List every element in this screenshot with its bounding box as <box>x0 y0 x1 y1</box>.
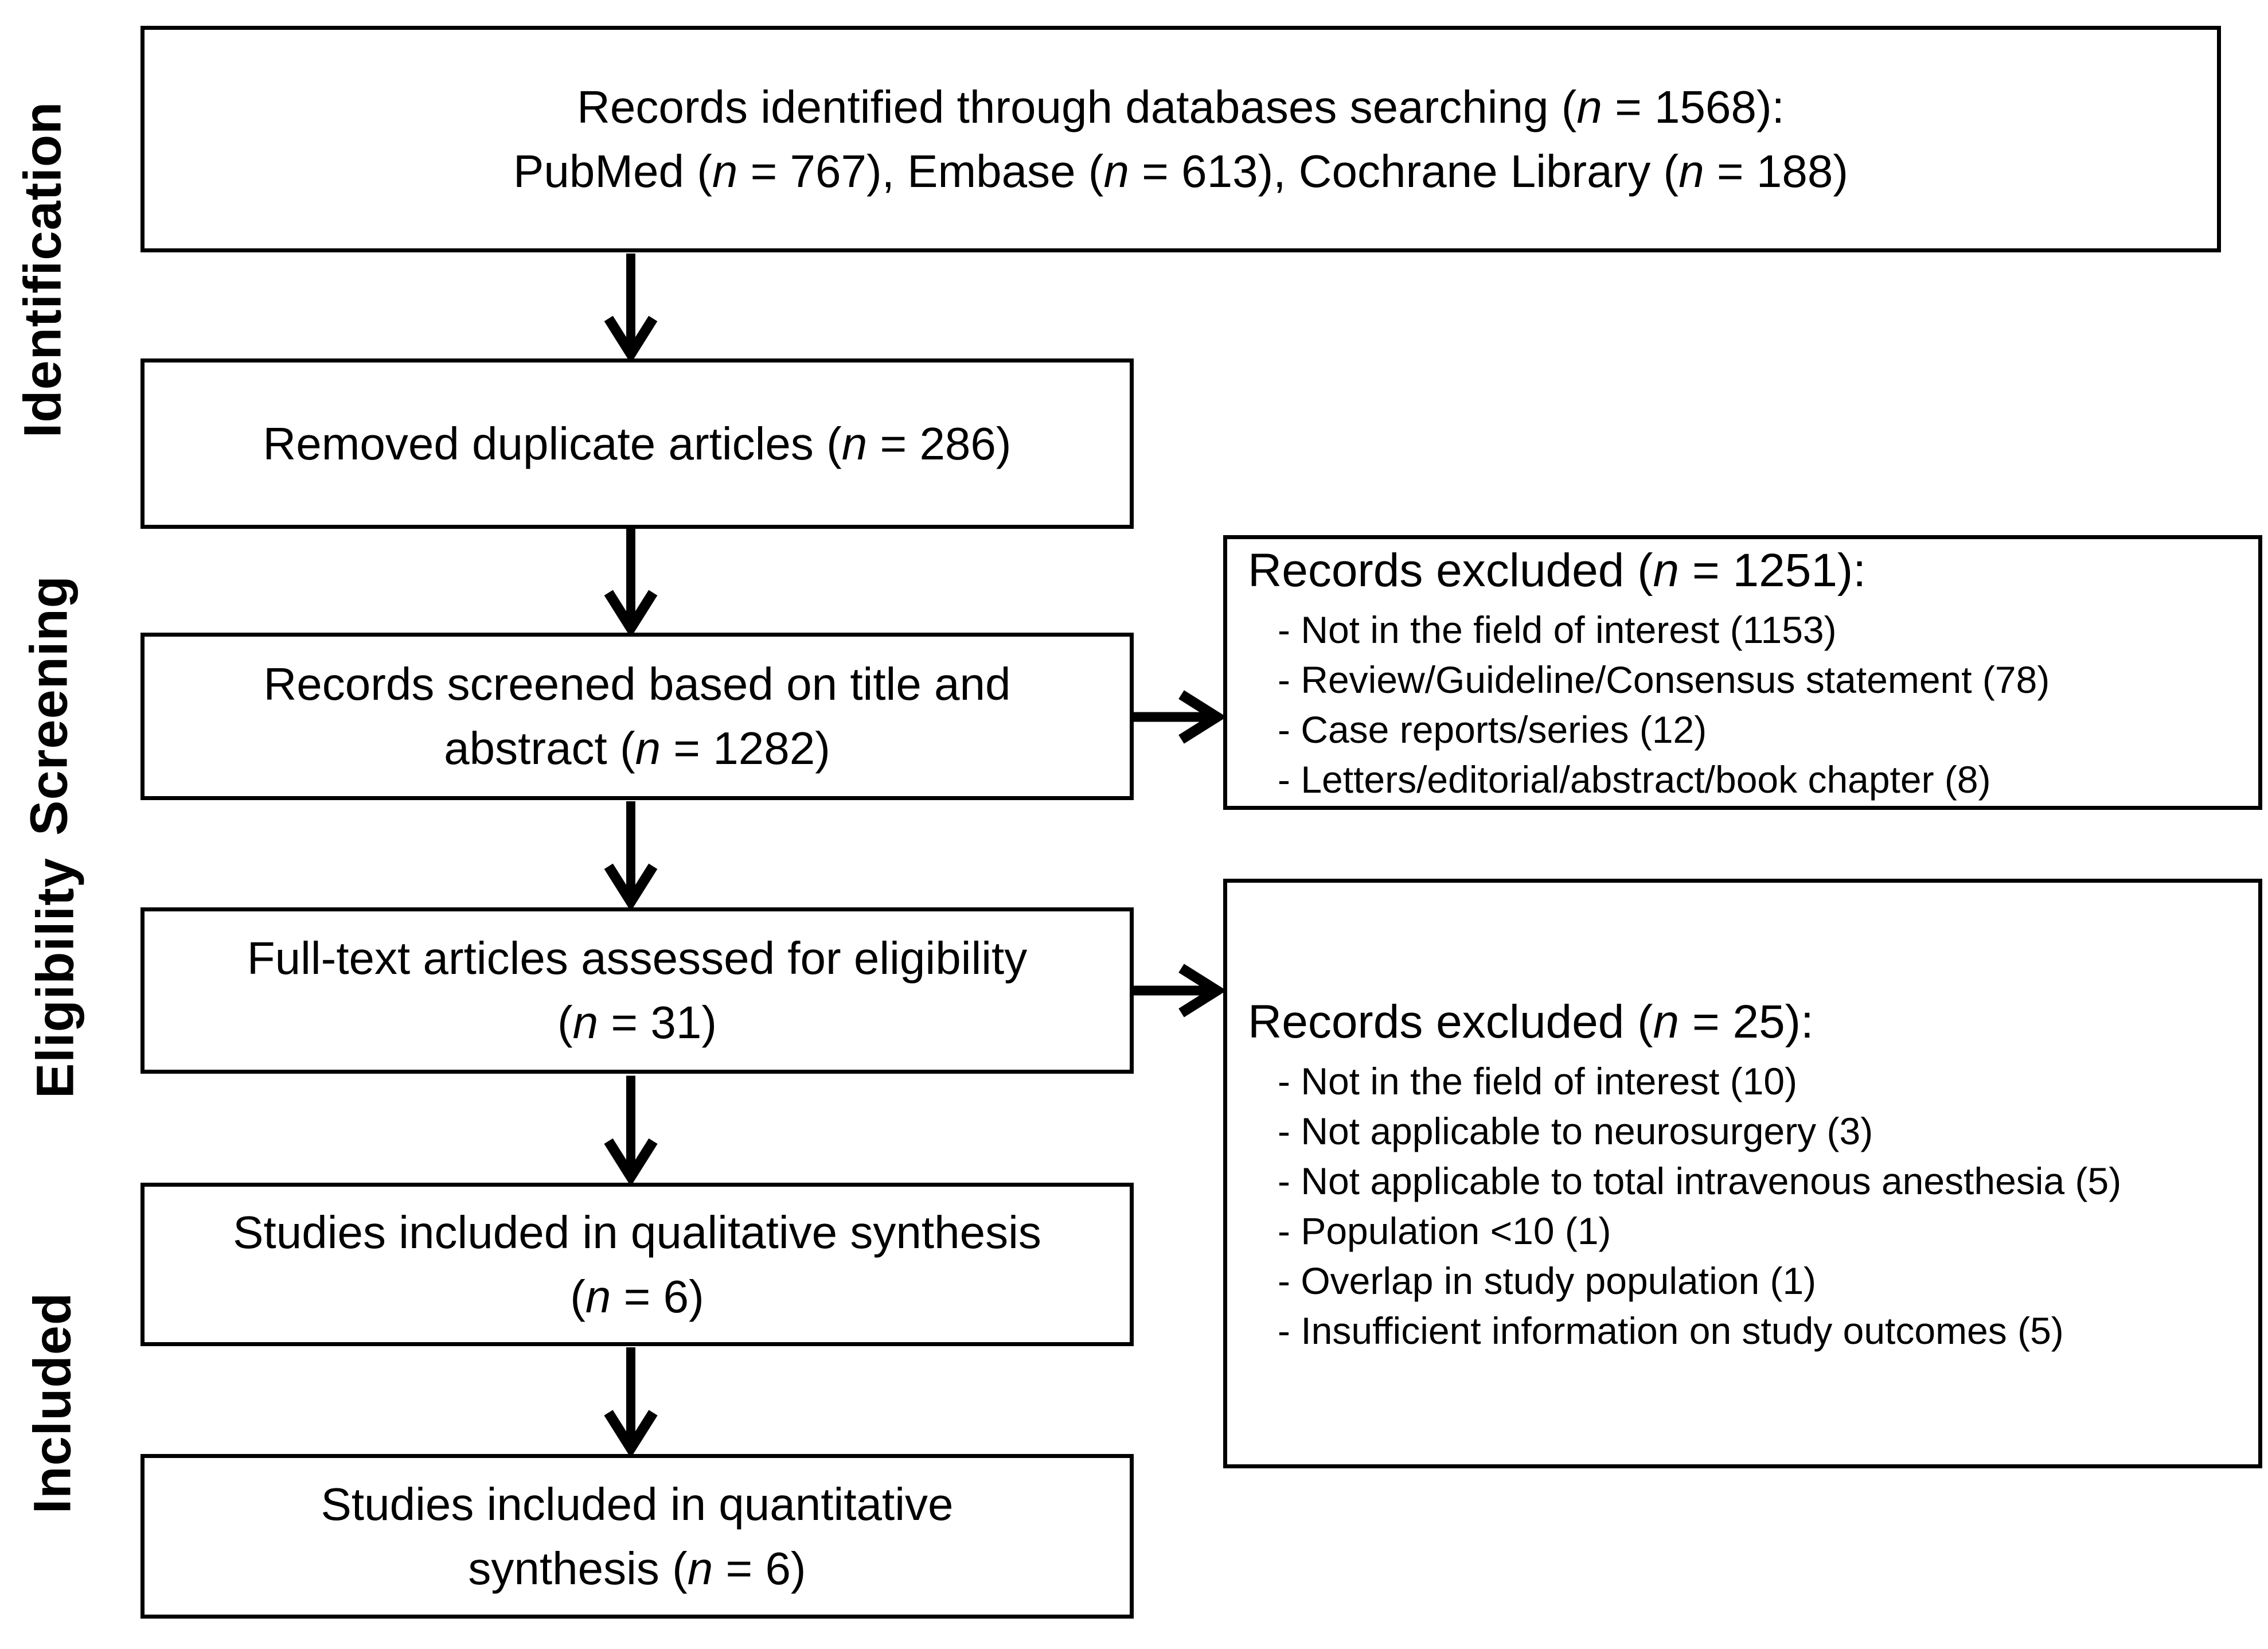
box-records-identified: Records identified through databases sea… <box>140 26 2221 252</box>
exclusion-item: - Insufficient information on study outc… <box>1278 1309 2064 1352</box>
exclusion-title: Records excluded (n = 1251): <box>1248 544 1867 597</box>
box-text-line: PubMed (n = 767), Embase (n = 613), Coch… <box>513 145 1848 197</box>
box-fulltext-assessed: Full-text articles assessed for eligibil… <box>140 907 1134 1074</box>
exclusion-item: - Not in the field of interest (1153) <box>1278 609 1837 651</box>
box-text-line: Records identified through databases sea… <box>577 81 1785 132</box>
box-text-line: (n = 6) <box>570 1270 704 1322</box>
exclusion-item: - Case reports/series (12) <box>1278 708 1707 751</box>
stage-label-eligibility: Eligibility <box>26 857 85 1098</box>
box-text-line: Removed duplicate articles (n = 286) <box>263 418 1012 469</box>
arrow-down-icon <box>604 801 658 907</box>
box-qualitative-synthesis: Studies included in qualitative synthesi… <box>140 1183 1134 1346</box>
box-text-line: abstract (n = 1282) <box>444 723 830 774</box>
box-excluded-screening: Records excluded (n = 1251): - Not in th… <box>1223 535 2262 810</box>
box-text-line: Studies included in qualitative synthesi… <box>233 1206 1041 1258</box>
box-excluded-eligibility: Records excluded (n = 25): - Not in the … <box>1223 879 2262 1468</box>
box-text-line: synthesis (n = 6) <box>468 1542 806 1594</box>
stage-label-identification: Identification <box>13 101 72 438</box>
exclusion-item: - Review/Guideline/Consensus statement (… <box>1278 658 2050 701</box>
exclusion-title: Records excluded (n = 25): <box>1248 995 1814 1048</box>
box-text-line: Full-text articles assessed for eligibil… <box>247 933 1028 984</box>
exclusion-item: - Overlap in study population (1) <box>1278 1259 1817 1302</box>
box-quantitative-synthesis: Studies included in quantitative synthes… <box>140 1454 1134 1619</box>
box-text-line: Records screened based on title and <box>263 658 1011 710</box>
stage-label-screening: Screening <box>19 575 79 836</box>
exclusion-item: - Letters/editorial/abstract/book chapte… <box>1278 758 1991 801</box>
stage-label-included: Included <box>23 1292 82 1514</box>
box-text-line: Studies included in quantitative <box>321 1478 954 1530</box>
exclusion-item: - Not applicable to total intravenous an… <box>1278 1159 2122 1202</box>
exclusion-item: - Population <10 (1) <box>1278 1209 1611 1252</box>
exclusion-item: - Not in the field of interest (10) <box>1278 1059 1798 1102</box>
box-text-line: (n = 31) <box>557 997 717 1048</box>
box-records-screened: Records screened based on title and abst… <box>140 633 1134 800</box>
arrow-right-icon <box>1133 964 1223 1018</box>
box-duplicates-removed: Removed duplicate articles (n = 286) <box>140 358 1134 529</box>
arrow-down-icon <box>604 254 658 360</box>
arrow-right-icon <box>1133 690 1223 744</box>
arrow-down-icon <box>604 528 658 634</box>
arrow-down-icon <box>604 1075 658 1183</box>
arrow-down-icon <box>604 1347 658 1454</box>
exclusion-item: - Not applicable to neurosurgery (3) <box>1278 1109 1873 1152</box>
